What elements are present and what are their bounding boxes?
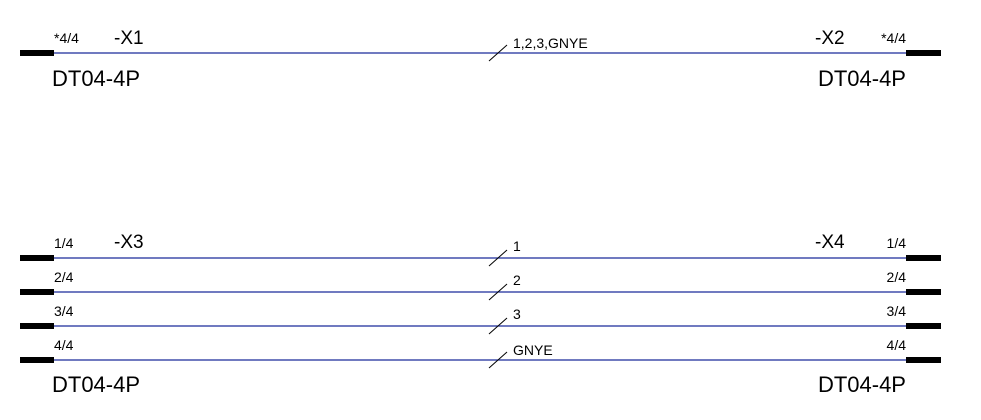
- top-harness: *4/4 -X1 DT04-4P 1,2,3,GNYE -X2 *4/4 DT0…: [20, 28, 941, 91]
- wire-tick-mark: [488, 283, 508, 301]
- right-terminal[interactable]: [906, 323, 941, 329]
- left-connector-ref: -X1: [114, 28, 144, 49]
- right-connector-part: DT04-4P: [818, 372, 906, 397]
- right-connector-ref: -X4: [815, 232, 845, 253]
- left-pin-label: 3/4: [54, 303, 74, 319]
- wire-label: 1: [513, 238, 521, 254]
- right-pin-label: *4/4: [881, 30, 906, 46]
- wire-label: GNYE: [513, 342, 553, 358]
- left-connector-part: DT04-4P: [52, 372, 140, 397]
- left-connector-ref: -X3: [114, 232, 144, 253]
- left-terminal[interactable]: [20, 323, 54, 329]
- left-connector-part: DT04-4P: [52, 66, 140, 91]
- wire-tick-mark: [488, 317, 508, 335]
- wire-row: 4/4 4/4 GNYE: [20, 337, 941, 369]
- wire-label: 2: [513, 272, 521, 288]
- right-pin-label: 2/4: [887, 269, 907, 285]
- wire-tick-mark: [488, 249, 508, 267]
- left-terminal[interactable]: [20, 357, 54, 363]
- wire-label: 3: [513, 306, 521, 322]
- left-pin-label: *4/4: [54, 30, 79, 46]
- left-pin-label: 2/4: [54, 269, 74, 285]
- right-terminal[interactable]: [906, 289, 941, 295]
- wire-row: 2/4 2/4 2: [20, 269, 941, 301]
- wire-tick-mark: [488, 44, 508, 62]
- left-terminal[interactable]: [20, 50, 54, 56]
- right-terminal[interactable]: [906, 50, 941, 56]
- left-pin-label: 1/4: [54, 235, 74, 251]
- left-terminal[interactable]: [20, 255, 54, 261]
- bottom-harness: -X3 -X4 1/4 1/4 1 2/4 2/4 2: [20, 232, 941, 397]
- right-pin-label: 1/4: [887, 235, 907, 251]
- right-connector-ref: -X2: [815, 28, 845, 49]
- right-pin-label: 4/4: [887, 337, 907, 353]
- right-pin-label: 3/4: [887, 303, 907, 319]
- right-terminal[interactable]: [906, 255, 941, 261]
- bundle-wire-label: 1,2,3,GNYE: [513, 35, 588, 51]
- wire-tick-mark: [488, 351, 508, 369]
- right-connector-part: DT04-4P: [818, 66, 906, 91]
- wire-row: 3/4 3/4 3: [20, 303, 941, 335]
- wire-row: 1/4 1/4 1: [20, 235, 941, 267]
- left-pin-label: 4/4: [54, 337, 74, 353]
- right-terminal[interactable]: [906, 357, 941, 363]
- left-terminal[interactable]: [20, 289, 54, 295]
